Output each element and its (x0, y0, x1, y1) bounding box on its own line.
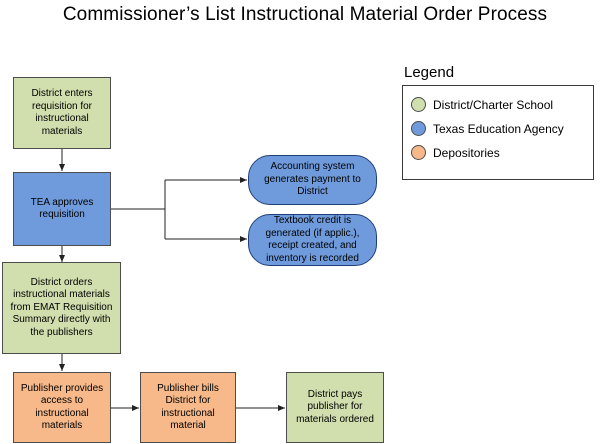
legend-box: District/Charter School Texas Education … (402, 85, 594, 180)
legend-label-depositories: Depositories (433, 145, 500, 160)
legend-title: Legend (404, 64, 455, 81)
tea-approves-text: TEA approves requisition (30, 196, 94, 221)
accounting-system-text: Accounting system generates payment to D… (264, 161, 361, 198)
district-pays-text: District pays publisher for materials or… (296, 388, 374, 425)
publisher-access-box: Publisher provides access to instruction… (13, 372, 111, 443)
legend-swatch-district (411, 97, 426, 112)
legend-label-tea: Texas Education Agency (433, 121, 564, 136)
accounting-system-box: Accounting system generates payment to D… (248, 155, 377, 205)
publisher-bills-text: Publisher bills District for instruction… (157, 382, 219, 432)
textbook-credit-text: Textbook credit is generated (if applic.… (265, 215, 360, 264)
district-requisition-box: District enters requisition for instruct… (13, 77, 111, 149)
district-orders-box: District orders instructional materials … (2, 262, 121, 354)
legend-swatch-tea (411, 121, 426, 136)
tea-approves-box: TEA approves requisition (13, 172, 111, 246)
legend-swatch-depositories (411, 145, 426, 160)
textbook-credit-box: Textbook credit is generated (if applic.… (248, 214, 377, 266)
legend-item-depositories: Depositories (411, 145, 500, 160)
page-title: Commissioner’s List Instructional Materi… (62, 4, 548, 25)
publisher-bills-box: Publisher bills District for instruction… (140, 372, 236, 443)
legend-item-district: District/Charter School (411, 97, 553, 112)
district-orders-text: District orders instructional materials … (10, 276, 113, 338)
legend-label-district: District/Charter School (433, 97, 554, 112)
district-pays-box: District pays publisher for materials or… (286, 372, 384, 443)
district-requisition-text: District enters requisition for instruct… (31, 88, 93, 137)
legend-item-tea: Texas Education Agency (411, 121, 564, 136)
publisher-access-text: Publisher provides access to instruction… (20, 382, 104, 432)
